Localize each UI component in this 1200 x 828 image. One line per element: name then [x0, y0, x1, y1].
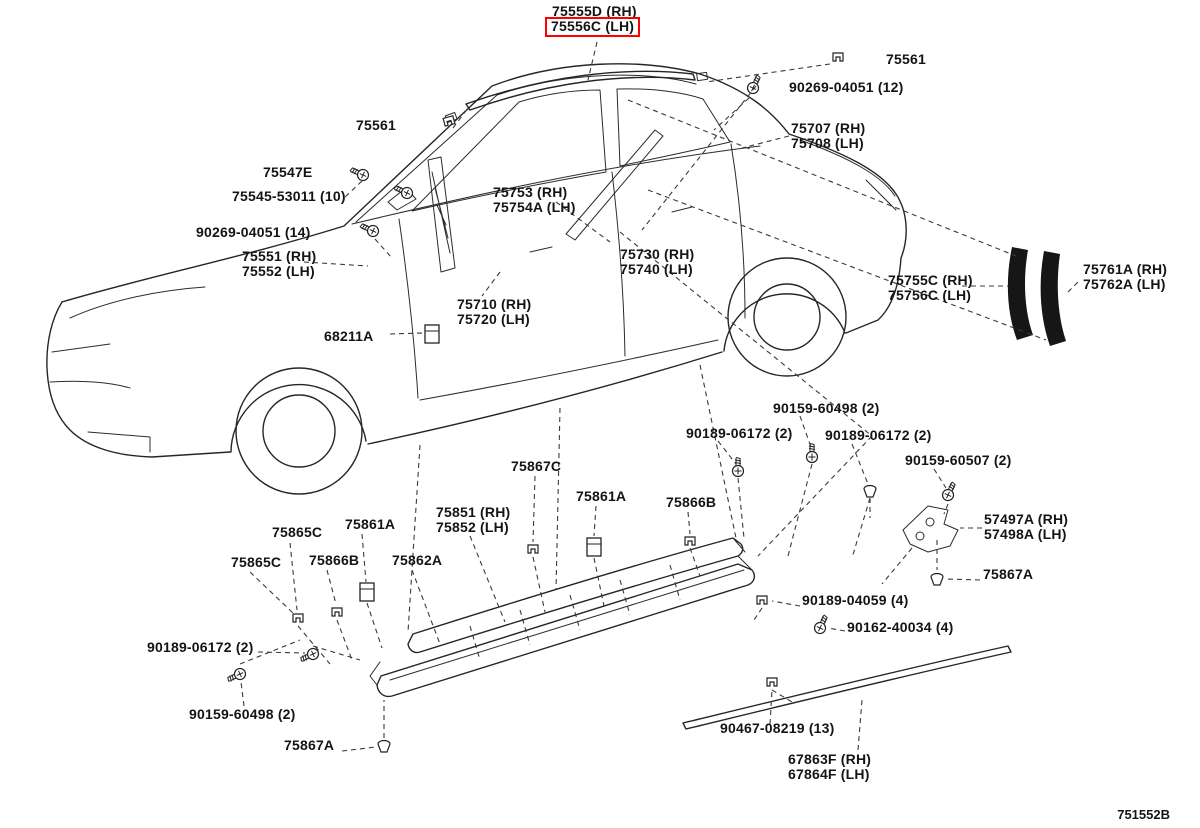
retainer-icon — [586, 537, 602, 557]
part-label-75755c-75756c: 75755C (RH) 75756C (LH) — [888, 273, 973, 303]
part-label-90189-06172-b: 90189-06172 (2) — [825, 427, 932, 443]
part-label-75867c: 75867C — [511, 458, 562, 474]
part-label-90162-40034: 90162-40034 (4) — [847, 619, 954, 635]
part-label-90269-04051-12: 90269-04051 (12) — [789, 79, 904, 95]
part-label-line: 57497A (RH) — [984, 511, 1069, 527]
screw-icon — [812, 612, 832, 636]
part-label-75555d-rh: 75555D (RH) — [552, 3, 637, 19]
part-label-line: 75761A (RH) — [1083, 261, 1168, 277]
part-label-line: 75762A (LH) — [1083, 276, 1166, 292]
grommet-icon — [377, 739, 391, 753]
clip-icon — [684, 536, 696, 546]
screw-icon — [224, 666, 248, 686]
part-label-90189-06172-c: 90189-06172 (2) — [147, 639, 254, 655]
retainer-icon — [424, 324, 440, 344]
grommet-icon — [863, 484, 877, 498]
part-label-line: 75708 (LH) — [791, 135, 864, 151]
part-label-line: 75852 (LH) — [436, 519, 509, 535]
part-label-line: 67864F (LH) — [788, 766, 870, 782]
part-label-75547e: 75547E — [263, 164, 313, 180]
part-label-75862a: 75862A — [392, 552, 443, 568]
part-label-75861a-mid: 75861A — [576, 488, 627, 504]
retainer-icon — [359, 582, 375, 602]
part-label-68211a: 68211A — [324, 328, 374, 344]
part-label-line: 75755C (RH) — [888, 272, 973, 288]
screw-icon — [940, 479, 960, 503]
part-label-75561-left: 75561 — [356, 117, 396, 133]
part-label-line: 75753 (RH) — [493, 184, 568, 200]
screw-icon — [731, 456, 745, 478]
part-label-line: 57498A (LH) — [984, 526, 1067, 542]
clip-icon — [527, 544, 539, 554]
part-label-75866b-mid: 75866B — [666, 494, 717, 510]
part-label-90269-04051-14: 90269-04051 (14) — [196, 224, 311, 240]
part-label-line: 75710 (RH) — [457, 296, 532, 312]
part-label-75867a-bottom: 75867A — [284, 737, 335, 753]
part-label-75707-75708: 75707 (RH) 75708 (LH) — [791, 121, 865, 151]
grommet-icon — [930, 572, 944, 586]
part-label-90159-60498-top: 90159-60498 (2) — [773, 400, 880, 416]
clip-icon — [331, 607, 343, 617]
part-label-75561-top: 75561 — [886, 51, 926, 67]
part-label-90159-60507: 90159-60507 (2) — [905, 452, 1012, 468]
part-label-line: 75756C (LH) — [888, 287, 972, 303]
part-label-line: 75754A (LH) — [493, 199, 576, 215]
part-label-90189-06172-a: 90189-06172 (2) — [686, 425, 793, 441]
part-label-75851-75852: 75851 (RH) 75852 (LH) — [436, 505, 510, 535]
part-label-line: 75851 (RH) — [436, 504, 511, 520]
part-label-75545-53011: 75545-53011 (10) — [232, 188, 346, 204]
part-label-90189-04059: 90189-04059 (4) — [802, 592, 909, 608]
pillar-tape-parts — [1007, 247, 1066, 346]
screw-icon — [391, 181, 415, 201]
part-label-75556c-lh-highlighted: 75556C (LH) — [545, 17, 641, 37]
part-label-line: 75552 (LH) — [242, 263, 315, 279]
rocker-panel-parts — [369, 537, 756, 698]
clip-icon — [766, 677, 778, 687]
part-label-75865c-a: 75865C — [272, 524, 323, 540]
part-label-75867a-right: 75867A — [983, 566, 1034, 582]
screw-icon — [347, 163, 371, 183]
part-label-75761a-75762a: 75761A (RH) 75762A (LH) — [1083, 262, 1167, 292]
part-label-75730-75740: 75730 (RH) 75740 (LH) — [620, 247, 694, 277]
clip-icon — [292, 613, 304, 623]
part-label-75551-75552: 75551 (RH) 75552 (LH) — [242, 249, 316, 279]
roof-moulding-part — [444, 70, 709, 123]
screw-icon — [745, 72, 765, 96]
part-label-line: 75551 (RH) — [242, 248, 317, 264]
part-label-90159-60498-bottom: 90159-60498 (2) — [189, 706, 296, 722]
part-label-75753-75754a: 75753 (RH) 75754A (LH) — [493, 185, 576, 215]
screw-icon — [805, 442, 819, 464]
part-label-90467-08219: 90467-08219 (13) — [720, 720, 835, 736]
diagram-id: 751552B — [1117, 807, 1170, 822]
door-protector-strip — [682, 645, 1012, 730]
part-label-75710-75720: 75710 (RH) 75720 (LH) — [457, 297, 531, 327]
part-label-line: 67863F (RH) — [788, 751, 872, 767]
part-label-line: 75720 (LH) — [457, 311, 530, 327]
clip-icon — [832, 52, 844, 62]
leader-lines — [239, 41, 1081, 752]
part-label-75865c-b: 75865C — [231, 554, 282, 570]
window-frame-moulding-detail — [427, 129, 664, 273]
clip-icon — [756, 595, 768, 605]
clip-icon — [442, 115, 456, 127]
part-label-line: 75730 (RH) — [620, 246, 695, 262]
part-label-57497a-57498a: 57497A (RH) 57498A (LH) — [984, 512, 1068, 542]
part-label-75861a-left: 75861A — [345, 516, 396, 532]
part-label-67863f-67864f: 67863F (RH) 67864F (LH) — [788, 752, 871, 782]
screw-icon — [357, 219, 381, 239]
part-label-line: 75740 (LH) — [620, 261, 693, 277]
part-label-line: 75707 (RH) — [791, 120, 866, 136]
part-label-75866b-left: 75866B — [309, 552, 360, 568]
mudguard-bracket — [902, 505, 959, 553]
